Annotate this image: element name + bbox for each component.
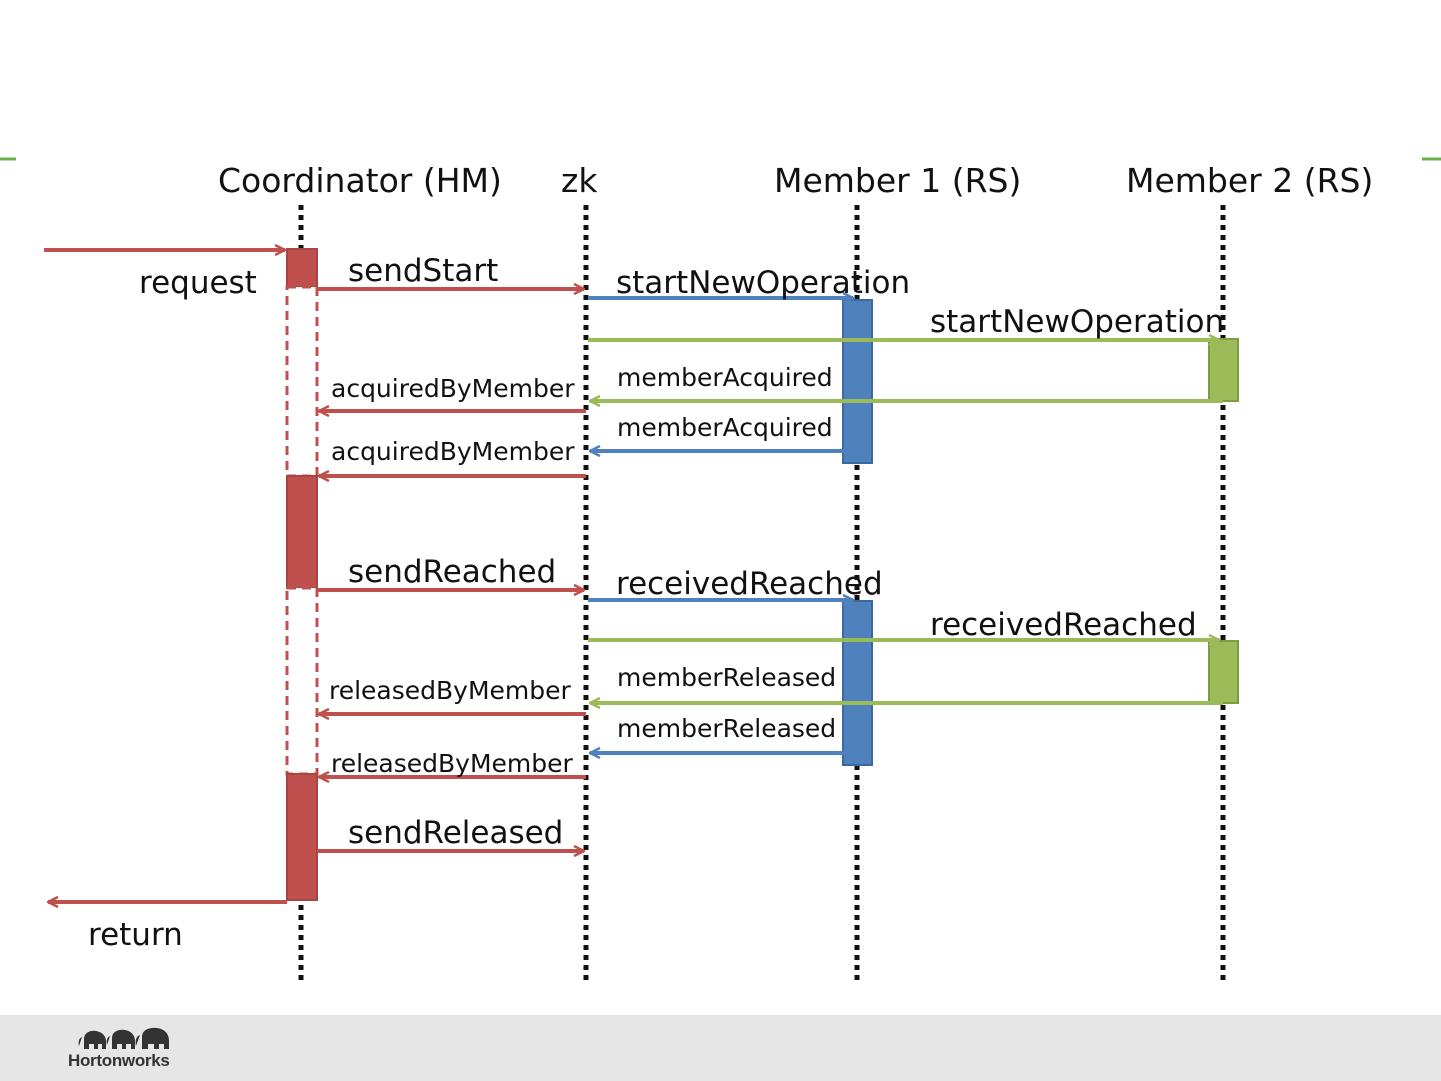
acquired-by-member-label-1: acquiredByMember [331, 374, 575, 403]
released-by-member-label-2: releasedByMember [331, 749, 574, 778]
logo-text: Hortonworks [68, 1051, 170, 1070]
member2-activation-2 [1208, 640, 1239, 704]
received-reached-label-1: receivedReached [616, 566, 883, 602]
received-reached-label-2: receivedReached [930, 607, 1197, 643]
member2-activation-1 [1208, 338, 1239, 402]
send-reached-label: sendReached [348, 554, 556, 590]
member1-activation-2 [842, 600, 873, 766]
member-acquired-label-2: memberAcquired [617, 413, 833, 442]
coordinator-activation-1 [286, 248, 318, 288]
return-label: return [88, 917, 183, 953]
sequence-diagram: Coordinator (HM) zk Member 1 (RS) Member… [0, 157, 1441, 982]
coordinator-wait-2 [285, 586, 319, 776]
participant-zk: zk [561, 161, 598, 200]
coordinator-activation-3 [286, 773, 318, 901]
member-released-label-2: memberReleased [617, 714, 836, 743]
send-start-label: sendStart [348, 253, 498, 289]
participant-member1: Member 1 (RS) [774, 161, 1021, 200]
hortonworks-logo: Hortonworks [68, 1025, 198, 1077]
elephants-icon [78, 1027, 169, 1049]
send-released-label: sendReleased [348, 815, 563, 851]
acquired-by-member-label-2: acquiredByMember [331, 437, 575, 466]
coordinator-activation-2 [286, 475, 318, 589]
request-label: request [139, 265, 257, 301]
coordinator-wait-1 [285, 285, 319, 478]
start-new-operation-label-1: startNewOperation [616, 265, 910, 301]
released-by-member-label-1: releasedByMember [329, 676, 572, 705]
member-released-label-1: memberReleased [617, 663, 836, 692]
participant-coordinator: Coordinator (HM) [218, 161, 502, 200]
member-acquired-label-1: memberAcquired [617, 363, 833, 392]
footer-bar: Hortonworks [0, 1015, 1441, 1081]
member1-activation-1 [842, 299, 873, 464]
start-new-operation-label-2: startNewOperation [930, 304, 1224, 340]
participant-member2: Member 2 (RS) [1126, 161, 1373, 200]
